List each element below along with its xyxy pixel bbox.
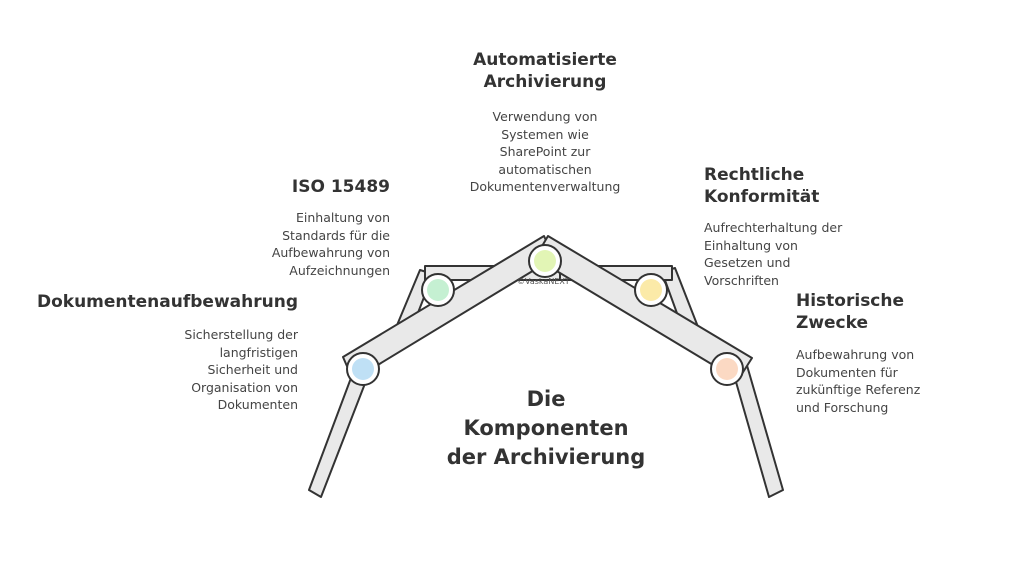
right-leg-beam: [731, 361, 784, 498]
watermark: ©VaskaNEXT: [517, 277, 570, 286]
node-dot-4: [640, 279, 662, 301]
node-dot-2: [427, 279, 449, 301]
node-dot-3: [534, 250, 556, 272]
node-dot-1: [352, 358, 374, 380]
item-title-iso-15489: ISO 15489: [291, 177, 390, 197]
node-dot-5: [716, 358, 738, 380]
right-rafter: [534, 235, 753, 381]
item-title-dokumentenaufbewahrung: Dokumentenaufbewahrung: [36, 292, 298, 312]
